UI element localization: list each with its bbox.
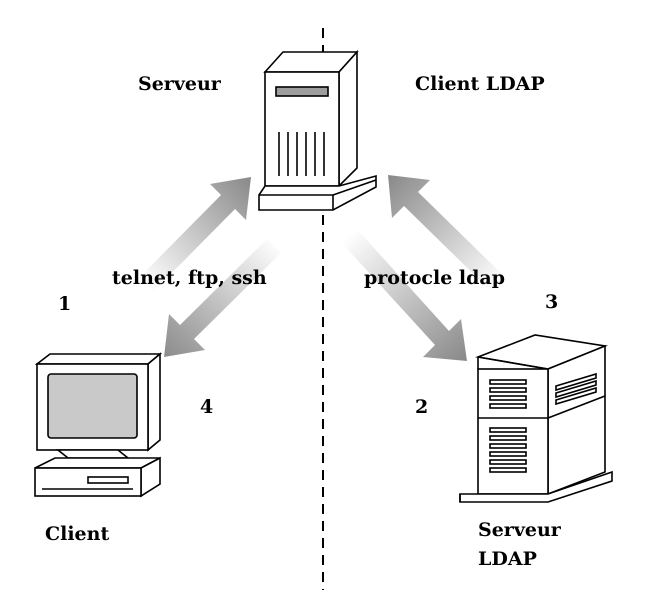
arrow-2-server-to-ldap — [340, 227, 467, 361]
step-4-label: 4 — [200, 396, 214, 418]
ldap-server-label: Serveur LDAP — [478, 516, 561, 574]
step-1-label: 1 — [58, 293, 72, 315]
client-label: Client — [45, 523, 110, 545]
arrow-3-ldap-to-server — [388, 175, 509, 295]
ldap-server-label-line2: LDAP — [478, 548, 537, 570]
left-protocols-label: telnet, ftp, ssh — [112, 267, 267, 289]
right-protocol-label: protocle ldap — [364, 267, 506, 289]
server-tower-icon — [258, 49, 377, 211]
step-2-label: 2 — [415, 396, 429, 418]
ldap-server-label-line1: Serveur — [478, 519, 561, 541]
server-label: Serveur — [138, 73, 221, 95]
arrow-4-server-to-client — [164, 239, 281, 357]
ldap-server-icon — [459, 334, 613, 503]
ldap-client-label: Client LDAP — [415, 73, 545, 95]
desktop-computer-icon — [34, 352, 163, 498]
step-3-label: 3 — [545, 291, 559, 313]
arrow-1-client-to-server — [132, 177, 251, 299]
